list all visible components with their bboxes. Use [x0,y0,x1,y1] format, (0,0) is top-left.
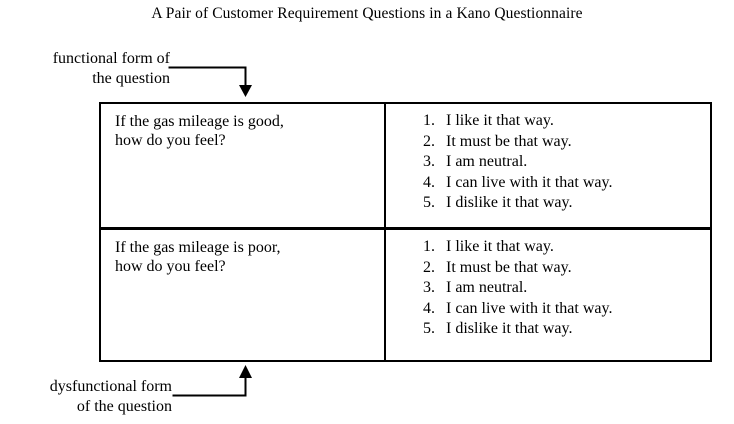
answer-option-number: 5. [423,194,435,211]
question-text: If the gas mileage is poor, how do you f… [115,238,374,276]
answer-option-number: 3. [423,279,435,296]
question-line-1: If the gas mileage is good, [115,113,284,130]
answer-option-list: 1. I like it that way. 2. It must be tha… [386,111,710,214]
answer-option-label: I dislike it that way. [446,194,573,211]
answer-option-number: 4. [423,299,435,317]
functional-form-callout-line-1: functional form of [52,50,170,67]
table-row: If the gas mileage is poor, how do you f… [101,227,710,360]
answer-cell: 1. I like it that way. 2. It must be tha… [386,104,710,227]
dysfunctional-form-callout-line-2: of the question [76,398,172,415]
functional-form-callout-line-2: the question [92,70,170,87]
question-line-1: If the gas mileage is poor, [115,239,281,256]
answer-option-number: 1. [423,238,435,255]
answer-option[interactable]: 5. I dislike it that way. [423,193,710,214]
answer-option-number: 3. [423,153,435,170]
answer-option-label: I like it that way. [446,238,554,255]
answer-option-label: I can live with it that way. [446,173,613,191]
question-cell: If the gas mileage is good, how do you f… [101,104,386,227]
table-row: If the gas mileage is good, how do you f… [101,104,710,227]
answer-option[interactable]: 1. I like it that way. [423,111,710,132]
arrow-up-icon [172,365,252,397]
answer-option-label: I am neutral. [446,153,528,170]
answer-option[interactable]: 3. I am neutral. [423,152,710,173]
answer-option-number: 4. [423,173,435,191]
answer-option-number: 1. [423,112,435,129]
answer-option-label: I am neutral. [446,279,528,296]
answer-option-list: 1. I like it that way. 2. It must be tha… [386,237,710,340]
answer-option[interactable]: 5. I dislike it that way. [423,319,710,340]
arrow-down-icon [168,66,252,97]
answer-option-number: 2. [423,132,435,150]
answer-option[interactable]: 1. I like it that way. [423,237,710,258]
question-line-2: how do you feel? [115,132,226,149]
answer-cell: 1. I like it that way. 2. It must be tha… [386,230,710,360]
figure-title: A Pair of Customer Requirement Questions… [151,5,583,22]
question-cell: If the gas mileage is poor, how do you f… [101,230,386,360]
answer-option-number: 5. [423,320,435,337]
answer-option-label: I can live with it that way. [446,299,613,317]
answer-option[interactable]: 4. I can live with it that way. [423,299,710,320]
answer-option-label: I like it that way. [446,112,554,129]
dysfunctional-form-callout-line-1: dysfunctional form [49,378,172,395]
answer-option[interactable]: 2. It must be that way. [423,258,710,279]
answer-option[interactable]: 3. I am neutral. [423,278,710,299]
answer-option-label: I dislike it that way. [446,320,573,337]
answer-option-label: It must be that way. [446,258,572,276]
dysfunctional-form-callout: dysfunctional form of the question [4,377,172,417]
kano-question-table: If the gas mileage is good, how do you f… [99,102,712,362]
answer-option-number: 2. [423,258,435,276]
question-text: If the gas mileage is good, how do you f… [115,112,374,150]
question-line-2: how do you feel? [115,258,226,275]
functional-form-callout: functional form of the question [8,49,170,89]
answer-option[interactable]: 2. It must be that way. [423,132,710,153]
answer-option[interactable]: 4. I can live with it that way. [423,173,710,194]
answer-option-label: It must be that way. [446,132,572,150]
